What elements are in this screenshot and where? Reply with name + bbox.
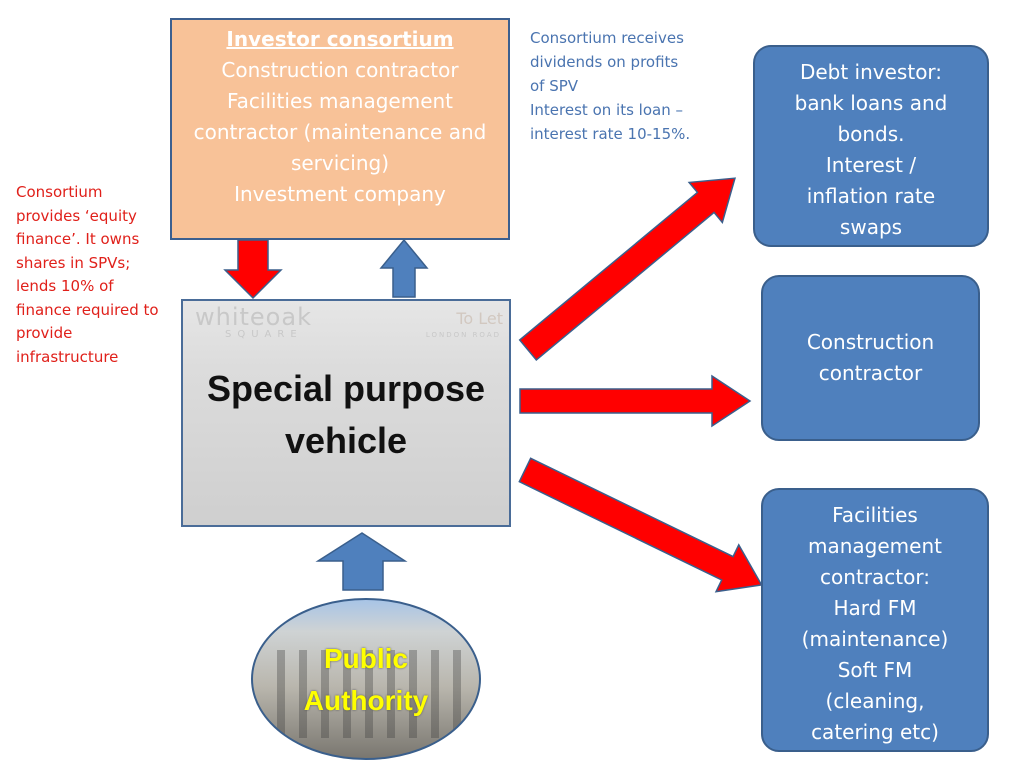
authority-line: Authority [303, 685, 429, 716]
note-line: dividends on profits [530, 53, 679, 71]
fm-line: Facilities [832, 503, 918, 527]
spv-title-line: Special purpose [206, 368, 486, 409]
note-line: interest rate 10-15%. [530, 125, 691, 143]
building-photo [263, 650, 469, 738]
bg-logo-text: whiteoak [195, 303, 312, 331]
debt-line: bank loans and [794, 91, 948, 115]
arrow-up-blue-authority [315, 532, 408, 591]
investor-line: Investment company [234, 182, 446, 206]
debt-line: inflation rate [806, 184, 936, 208]
fm-line: management [808, 534, 942, 558]
note-line: of SPV [530, 77, 579, 95]
construction-line: Construction [806, 330, 935, 354]
bg-logo-sub: SQUARE [225, 329, 303, 340]
public-authority-ellipse: Public Authority [251, 598, 481, 760]
bg-road: LONDON ROAD [425, 331, 501, 339]
arrow-down-red [223, 239, 283, 300]
debt-investor-box: Debt investor: bank loans and bonds. Int… [753, 45, 989, 247]
investor-title: Investor consortium [226, 27, 454, 51]
note-line: finance’. It owns [16, 230, 140, 248]
note-line: finance required to [16, 300, 159, 319]
note-line: provides ‘equity [16, 206, 137, 225]
note-line: lends 10% of [16, 277, 114, 295]
note-line: Consortium [16, 183, 103, 201]
debt-line: swaps [839, 215, 903, 239]
authority-label: Public Authority [253, 638, 479, 722]
arrow-red-to-construction [519, 374, 752, 428]
investor-line: Construction contractor [221, 58, 459, 82]
dividends-note: Consortium receives dividends on profits… [530, 26, 690, 146]
authority-line: Public [323, 643, 408, 674]
fm-line: contractor: [820, 565, 930, 589]
construction-contractor-box: Construction contractor [761, 275, 980, 441]
note-line: infrastructure [16, 347, 119, 366]
fm-line: Soft FM [837, 658, 913, 682]
arrow-red-to-fm [518, 457, 763, 593]
debt-line: bonds. [837, 122, 905, 146]
arrow-up-blue [379, 238, 429, 298]
debt-line: Interest / [825, 153, 917, 177]
special-purpose-vehicle-box: whiteoak SQUARE To Let LONDON ROAD Speci… [181, 299, 511, 527]
arrow-red-to-debt [518, 177, 736, 362]
investor-line: servicing) [290, 151, 390, 175]
investor-line: Facilities management [226, 89, 454, 113]
fm-line: (cleaning, [825, 689, 925, 713]
bg-sign: To Let [456, 309, 503, 328]
fm-line: Hard FM [833, 596, 917, 620]
spv-title-line: vehicle [284, 420, 408, 461]
investor-consortium-box: Investor consortium Construction contrac… [170, 18, 510, 240]
note-line: Consortium receives [530, 29, 684, 47]
construction-line: contractor [818, 361, 923, 385]
equity-note: Consortium provides ‘equity finance’. It… [16, 181, 159, 369]
note-line: Interest on its loan – [530, 101, 683, 119]
spv-title: Special purpose vehicle [183, 363, 509, 467]
facilities-management-box: Facilities management contractor: Hard F… [761, 488, 989, 752]
debt-line: Debt investor: [799, 60, 943, 84]
fm-line: catering etc) [811, 720, 939, 744]
note-line: shares in SPVs; [16, 253, 131, 272]
fm-line: (maintenance) [801, 627, 949, 651]
note-line: provide [16, 324, 73, 342]
investor-line: contractor (maintenance and [193, 120, 487, 144]
